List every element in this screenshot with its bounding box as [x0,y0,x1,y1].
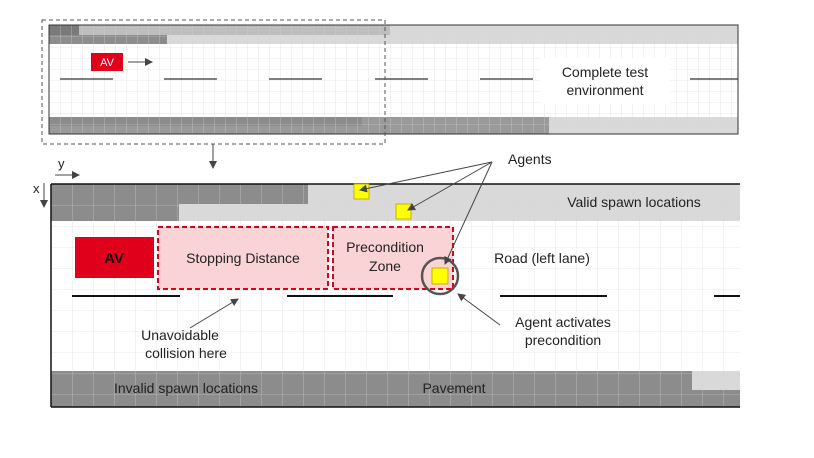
top-av-label: AV [100,57,115,69]
stopping-distance-zone [157,226,329,290]
agent-2 [395,203,412,220]
unavoidable-arrow [189,298,239,329]
activates-arrow [457,293,501,326]
y-axis-label: y [58,156,65,171]
agents-arrow-1 [359,161,493,193]
agent-1 [353,183,370,200]
pavement-label: Pavement [422,380,485,396]
top-environment-panel: AV Complete test environment [48,24,739,135]
agents-arrow-2 [407,161,493,211]
precondition-label-line2: Zone [369,258,401,274]
precondition-label-line1: Precondition [346,239,424,255]
av-vehicle [75,237,154,278]
av-label: AV [104,250,124,267]
callouts: Agents Unavoidable collision here Agent … [141,151,611,361]
unavoidable-label-line2: collision here [145,345,227,361]
agents-callout-label: Agents [508,151,552,167]
x-axis-label: x [33,181,40,196]
top-title-backdrop [540,58,670,104]
axes-indicator: y x [33,156,80,208]
top-av-vehicle [91,53,123,71]
valid-spawn-label: Valid spawn locations [567,194,701,210]
road-label: Road (left lane) [494,250,590,266]
activates-label-line1: Agent activates [515,314,611,330]
top-title-line2: environment [566,82,643,98]
stopping-distance-label: Stopping Distance [186,250,300,266]
top-title-line1: Complete test [562,64,648,80]
invalid-spawn-label: Invalid spawn locations [114,380,258,396]
agent-highlight-circle [420,256,460,296]
unavoidable-label-line1: Unavoidable [141,327,219,343]
main-scenario-panel: AV Stopping Distance Precondition Zone R… [50,183,740,408]
agent-3 [431,267,449,285]
agents-arrow-3 [444,161,493,265]
activates-label-line2: precondition [525,332,601,348]
